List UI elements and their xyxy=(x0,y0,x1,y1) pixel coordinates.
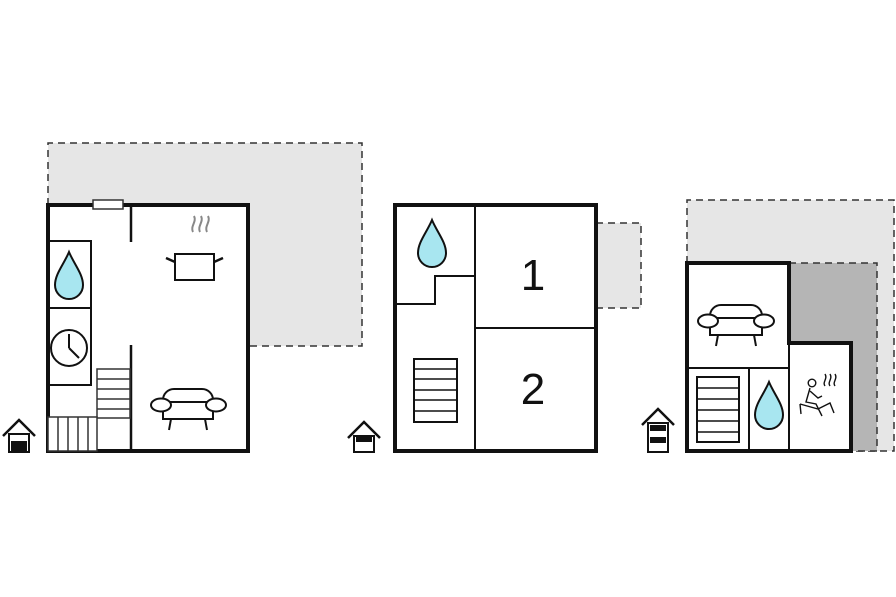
floor-plan-ground-floor xyxy=(2,142,363,453)
bathroom xyxy=(47,240,92,386)
sofa-icon xyxy=(697,304,775,347)
stairs-icon xyxy=(47,416,98,452)
cooking-pot-icon xyxy=(165,215,224,281)
clock-icon xyxy=(50,329,88,367)
water-drop-icon xyxy=(753,379,785,430)
stairs-icon xyxy=(413,358,458,423)
window-icon xyxy=(92,199,124,210)
interior-wall xyxy=(395,275,475,305)
stairs-icon xyxy=(96,368,131,419)
floor-plan-first-floor: 1 2 xyxy=(347,203,642,453)
room-label-2: 2 xyxy=(521,365,545,414)
entrance-house-icon xyxy=(2,418,36,453)
sofa-icon xyxy=(150,388,227,431)
room-label-1: 1 xyxy=(521,251,545,300)
entrance-house-icon xyxy=(641,407,675,453)
sauna-icon xyxy=(799,373,837,417)
floor-plan-basement xyxy=(641,199,895,453)
stairs-icon xyxy=(696,376,740,443)
water-drop-icon xyxy=(53,249,85,300)
water-drop-icon xyxy=(416,217,448,268)
entrance-house-icon xyxy=(347,420,381,453)
balcony xyxy=(596,222,642,309)
